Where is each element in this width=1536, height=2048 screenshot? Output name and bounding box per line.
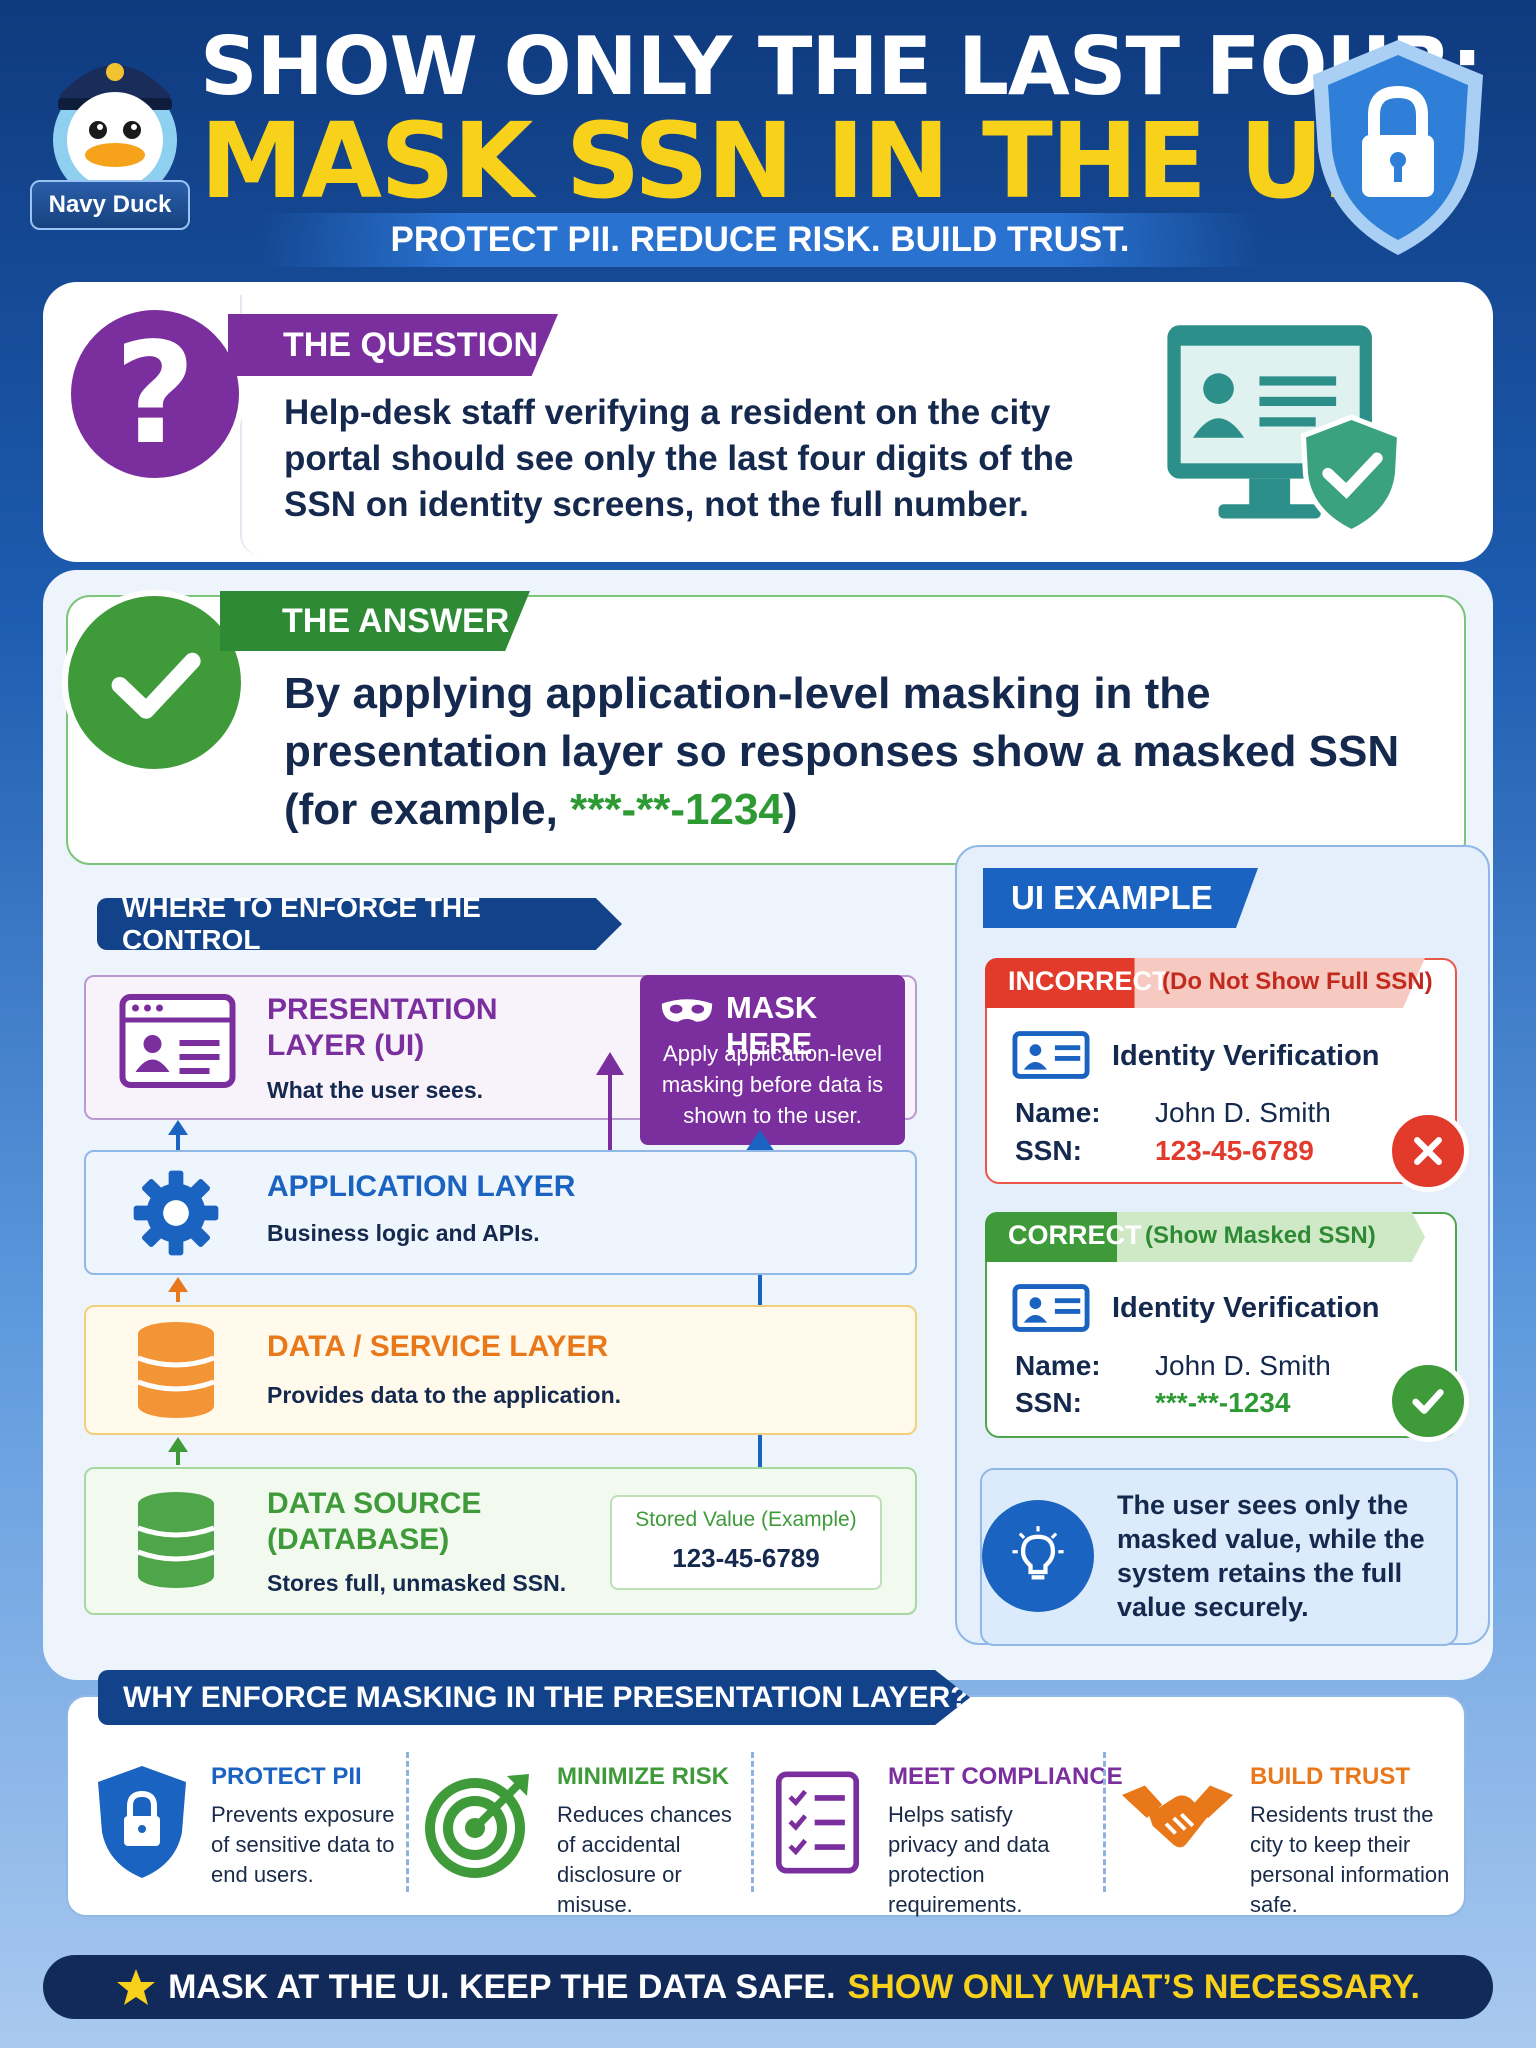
answer-tag: THE ANSWER	[220, 591, 530, 651]
mask-icon	[661, 999, 713, 1022]
application-layer-title: APPLICATION LAYER	[267, 1170, 576, 1203]
incorrect-tag-bar	[985, 958, 1425, 1008]
data-source-layer-title: DATA SOURCE (DATABASE)	[267, 1487, 482, 1556]
correct-ssn-value: ***-**-1234	[1155, 1387, 1291, 1418]
why-item-desc: Helps satisfy privacy and data protectio…	[888, 1802, 1050, 1917]
presentation-layer-title: PRESENTATION LAYER (UI)	[267, 993, 498, 1062]
database-icon	[137, 1492, 215, 1588]
database-icon	[137, 1322, 215, 1418]
gear-icon	[133, 1170, 219, 1256]
data-service-layer-box	[84, 1305, 917, 1435]
tip-text: The user sees only the masked value, whi…	[1117, 1490, 1425, 1622]
stored-value: 123-45-6789	[672, 1543, 820, 1573]
stored-value-label: Stored Value (Example)	[635, 1508, 857, 1531]
id-card-icon	[1012, 1031, 1090, 1079]
correct-note: (Show Masked SSN)	[1145, 1222, 1376, 1249]
divider	[406, 1752, 409, 1892]
answer-text-main: By applying application-level masking in…	[284, 669, 1400, 834]
correct-card-title: Identity Verification	[1112, 1292, 1380, 1324]
why-item-title: MEET COMPLIANCE	[888, 1763, 1123, 1790]
correct-tag-bar	[985, 1212, 1425, 1262]
incorrect-name-value: John D. Smith	[1155, 1097, 1331, 1128]
why-item-desc: Reduces chances of accidental disclosure…	[557, 1802, 732, 1917]
enforce-heading: WHERE TO ENFORCE THE CONTROL	[97, 898, 622, 950]
star-icon	[117, 1969, 156, 2005]
incorrect-ssn-value: 123-45-6789	[1155, 1135, 1314, 1166]
data-service-layer-desc: Provides data to the application.	[267, 1382, 622, 1408]
why-item-title: PROTECT PII	[211, 1763, 362, 1790]
answer-text: By applying application-level masking in…	[284, 665, 1434, 839]
incorrect-note: (Do Not Show Full SSN)	[1162, 968, 1433, 995]
id-card-icon	[1012, 1284, 1090, 1332]
stored-value-box	[610, 1495, 882, 1590]
why-item-title: BUILD TRUST	[1250, 1763, 1410, 1790]
divider	[751, 1752, 754, 1892]
checkmark-icon	[62, 590, 247, 775]
footer-part-2: SHOW ONLY WHAT’S NECESSARY.	[847, 1967, 1420, 2006]
correct-tag: CORRECT	[1008, 1220, 1142, 1250]
incorrect-tag: INCORRECT	[1008, 966, 1169, 996]
footer-part-1: MASK AT THE UI. KEEP THE DATA SAFE.	[168, 1967, 836, 2006]
bottom-banner: MASK AT THE UI. KEEP THE DATA SAFE. SHOW…	[43, 1955, 1493, 2019]
masked-ssn-highlight: ***-**-1234	[570, 785, 783, 834]
correct-ssn-label: SSN:	[1015, 1387, 1082, 1418]
application-layer-desc: Business logic and APIs.	[267, 1220, 540, 1246]
question-text: Help-desk staff verifying a resident on …	[284, 393, 1074, 524]
incorrect-name-label: Name:	[1015, 1097, 1101, 1128]
why-item-desc: Residents trust the city to keep their p…	[1250, 1802, 1450, 1917]
presentation-layer-desc: What the user sees.	[267, 1077, 484, 1103]
mascot-label: Navy Duck	[30, 180, 190, 230]
title-line-2: MASK SSN IN THE UI	[200, 100, 1360, 222]
mask-here-title: MASK HERE	[726, 990, 818, 1061]
title-line-1: SHOW ONLY THE LAST FOUR:	[200, 20, 1483, 113]
check-circle-icon	[1387, 1360, 1469, 1442]
why-heading: WHY ENFORCE MASKING IN THE PRESENTATION …	[98, 1670, 970, 1725]
why-panel	[66, 1695, 1466, 1917]
why-item-title: MINIMIZE RISK	[557, 1763, 729, 1790]
correct-name-value: John D. Smith	[1155, 1350, 1331, 1381]
why-item-desc: Prevents exposure of sensitive data to e…	[211, 1802, 395, 1887]
ui-example-heading: UI EXAMPLE	[983, 868, 1258, 928]
browser-profile-icon	[119, 994, 236, 1088]
shield-lock-icon	[98, 1766, 186, 1878]
question-mark-icon: ?	[65, 304, 245, 484]
checklist-icon	[775, 1771, 860, 1874]
subtitle: PROTECT PII. REDUCE RISK. BUILD TRUST.	[260, 213, 1260, 267]
data-source-layer-desc: Stores full, unmasked SSN.	[267, 1570, 567, 1596]
divider	[1103, 1752, 1106, 1892]
target-icon	[425, 1774, 529, 1878]
question-tag: THE QUESTION	[228, 314, 558, 376]
mask-here-desc: Apply application-level masking before d…	[661, 1041, 884, 1128]
incorrect-ssn-label: SSN:	[1015, 1135, 1082, 1166]
correct-name-label: Name:	[1015, 1350, 1101, 1381]
shield-lock-icon	[1313, 40, 1483, 255]
lightbulb-icon	[982, 1500, 1094, 1612]
answer-text-end: )	[782, 785, 798, 834]
data-service-layer-title: DATA / SERVICE LAYER	[267, 1330, 609, 1363]
incorrect-card-title: Identity Verification	[1112, 1040, 1380, 1072]
close-x-icon	[1387, 1110, 1469, 1192]
monitor-shield-icon	[1167, 325, 1403, 535]
handshake-icon	[1121, 1785, 1234, 1848]
application-layer-box	[84, 1150, 917, 1275]
